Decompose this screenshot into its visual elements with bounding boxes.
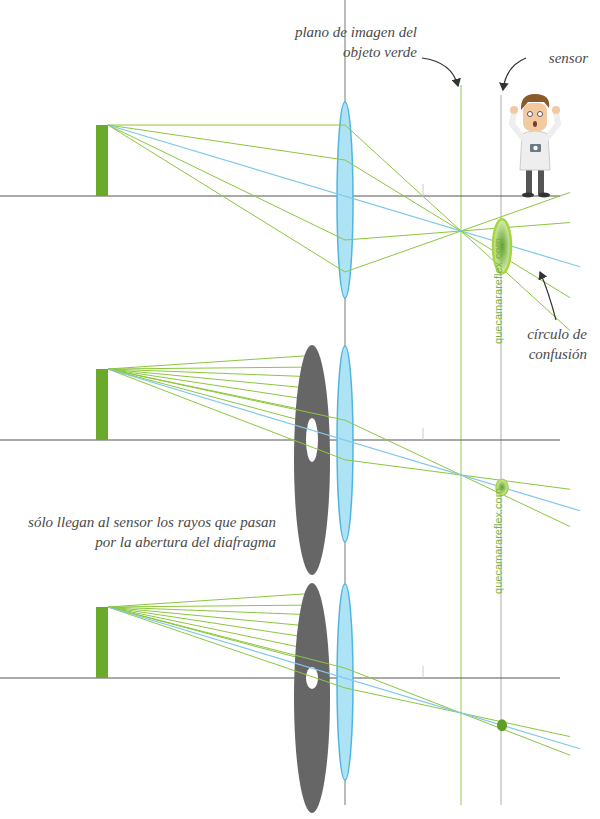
sensor-line [500,95,501,805]
blocked-ray [108,605,318,607]
eye [528,112,533,117]
blocked-ray [108,355,318,369]
focal-tick [423,428,424,440]
circle-of-confusion-label: círculo de confusión [505,324,587,364]
hair [521,94,549,110]
light-ray [345,160,570,298]
blocked-ray [108,607,318,651]
light-ray [108,607,345,668]
sensor-label: sensor [528,48,588,68]
green-object [96,125,108,196]
light-ray [345,192,570,272]
leader-arrow [422,58,458,86]
blocked-ray [108,369,318,425]
green-object [96,369,108,440]
light-ray [108,125,345,126]
chief-ray [108,369,580,511]
head [523,103,547,131]
lens [337,584,353,780]
camera-icon [530,144,541,152]
arm [547,112,558,138]
blocked-ray [108,367,318,369]
aperture-note: sólo llegan al sensor los rayos que pasa… [20,512,276,552]
leg [526,168,532,194]
leader-arrow [540,272,556,320]
diaphragm [294,583,330,813]
camera-lens [533,146,537,150]
light-ray [108,125,345,240]
optical-axis [0,440,560,441]
blocked-ray [108,369,318,401]
optical-axis [0,678,560,679]
chief-ray [108,607,580,749]
focal-tick [423,666,424,678]
eye [538,112,543,117]
image-plane-line [460,85,461,805]
hand [552,106,560,114]
photographer-figure [510,94,560,198]
shoe [538,193,550,198]
leader-arrow [503,58,526,90]
diaphragm-aperture [306,418,318,462]
circle-of-confusion [497,719,507,731]
focal-tick [423,184,424,196]
lens [337,346,353,542]
watermark: quecamarareflex.com [492,488,504,594]
light-ray [345,223,570,240]
hand [510,106,518,114]
arm [512,112,523,138]
image-plane-label: plano de imagen del objeto verde [292,22,417,62]
optical-axis [0,196,560,197]
light-ray [345,125,570,331]
light-ray [108,369,345,460]
mouth [533,121,537,127]
leg [538,168,544,194]
blocked-ray [108,593,318,607]
light-ray [108,369,345,420]
watermark: quecamarareflex.com [492,238,504,344]
shoe [522,193,534,198]
green-object [96,607,108,678]
light-ray [108,607,345,688]
light-ray [108,125,345,272]
diaphragm [294,345,330,575]
